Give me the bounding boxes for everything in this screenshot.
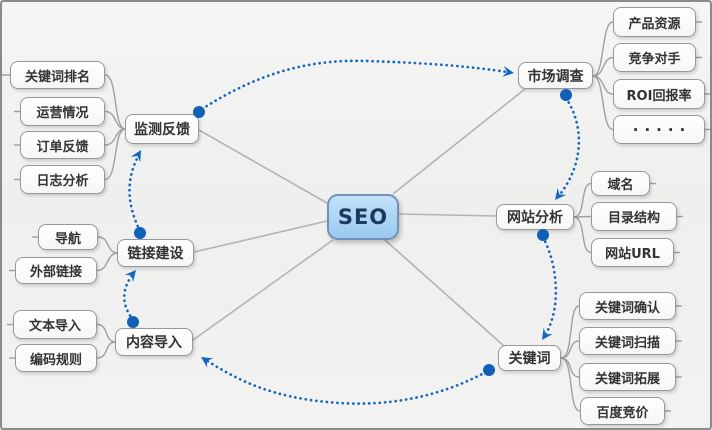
leaf-keyword-confirm[interactable]: 关键词确认 [579,292,676,320]
leaf-roi-return[interactable]: ROI回报率 [613,79,705,109]
node-content-import[interactable]: 内容导入 [115,328,193,356]
leaf-encoding-rules[interactable]: 编码规则 [15,344,97,372]
leaf-keyword-scan[interactable]: 关键词扫描 [579,327,676,355]
leaf-product-resources[interactable]: 产品资源 [613,7,696,37]
node-site-analysis[interactable]: 网站分析 [496,204,574,230]
node-seo-center[interactable]: SEO [327,194,399,240]
node-link-building[interactable]: 链接建设 [117,239,194,267]
leaf-site-url[interactable]: 网站URL [591,238,674,267]
leaf-competitors[interactable]: 竞争对手 [613,43,696,72]
leaf-external-links[interactable]: 外部链接 [15,257,97,284]
node-market-research[interactable]: 市场调查 [518,62,593,89]
branch-braces [96,21,614,412]
edge-stubs [2,21,710,412]
node-monitor-feedback[interactable]: 监测反馈 [125,114,199,144]
leaf-domain-name[interactable]: 域名 [591,171,650,196]
leaf-log-analysis[interactable]: 日志分析 [20,165,105,194]
leaf-order-feedback[interactable]: 订单反馈 [20,131,105,159]
leaf-keyword-ranking[interactable]: 关键词排名 [10,61,105,89]
leaf-keyword-expand[interactable]: 关键词拓展 [579,363,676,391]
node-keywords[interactable]: 关键词 [498,345,561,371]
leaf-operations-status[interactable]: 运营情况 [20,97,105,126]
leaf-navigation[interactable]: 导航 [38,224,98,250]
leaf-baidu-ppc[interactable]: 百度竞价 [580,397,665,425]
leaf-text-import[interactable]: 文本导入 [13,310,97,339]
leaf-directory-structure[interactable]: 目录结构 [591,202,677,231]
leaf-more-dots[interactable]: ····· [613,115,705,144]
